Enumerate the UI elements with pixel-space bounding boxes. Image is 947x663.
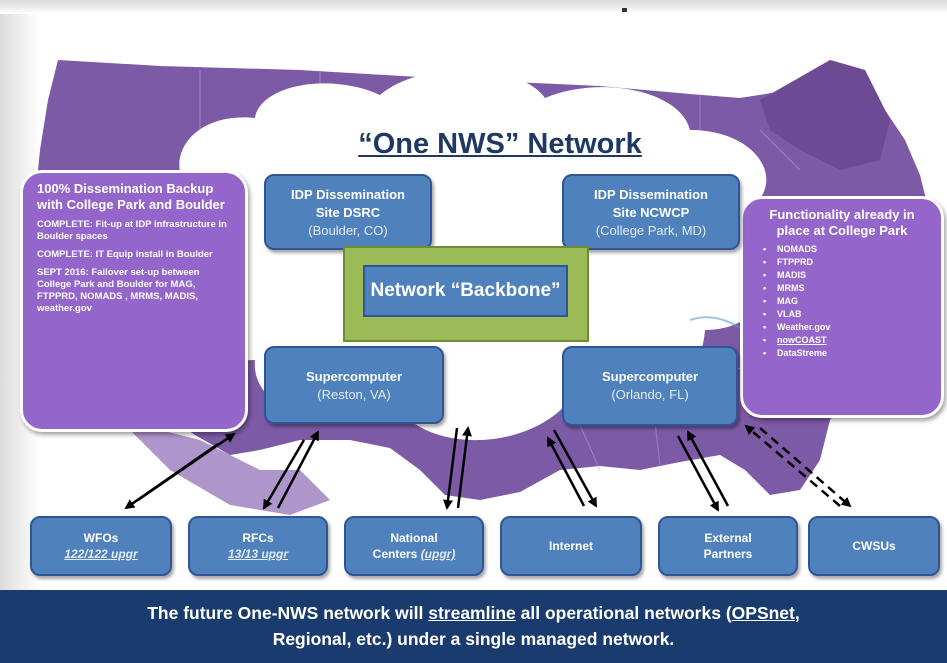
site-name: IDP Dissemination Site DSRC: [291, 187, 405, 220]
banner-text: The future One-NWS network will: [147, 603, 429, 623]
banner-line-2: Regional, etc.) under a single managed n…: [272, 629, 675, 649]
supercomputer-name: Supercomputer: [601, 369, 699, 384]
site-name: IDP Dissemination Site NCWCP: [594, 187, 708, 220]
node-status: (upgr): [420, 547, 456, 561]
node-national-centers: National Centers (upgr): [344, 516, 484, 576]
node-label: National: [390, 531, 438, 545]
banner-text: all operational networks (: [515, 603, 732, 623]
node-label: Partners: [703, 547, 753, 561]
list-item: Weather.gov: [763, 321, 929, 334]
backup-status-box: 100% Dissemination Backup with College P…: [20, 170, 248, 432]
node-label: RFCs: [242, 531, 274, 545]
site-location: (College Park, MD): [595, 223, 707, 238]
node-rfcs: RFCs 13/13 upgr: [188, 516, 328, 576]
functionality-heading: Functionality already in place at Colleg…: [769, 207, 915, 238]
corner-mark: [622, 8, 627, 12]
network-backbone: Network “Backbone”: [363, 265, 568, 317]
list-item: NOMADS: [763, 243, 929, 256]
supercomputer-name: Supercomputer: [305, 369, 403, 384]
node-internet: Internet: [500, 516, 642, 576]
list-item: MAG: [763, 295, 929, 308]
node-label: CWSUs: [852, 539, 896, 553]
list-item: MRMS: [763, 282, 929, 295]
site-location: (Boulder, CO): [308, 223, 388, 238]
list-item: FTPPRD: [763, 256, 929, 269]
list-item: DataStreme: [763, 347, 929, 360]
backup-status-item: COMPLETE: IT Equip install in Boulder: [37, 249, 213, 260]
dissemination-site-dsrc: IDP Dissemination Site DSRC (Boulder, CO…: [264, 174, 432, 250]
node-cwsus: CWSUs: [808, 516, 940, 576]
node-label: Centers: [372, 547, 421, 561]
node-wfos: WFOs 122/122 upgr: [30, 516, 172, 576]
summary-banner: The future One-NWS network will streamli…: [0, 590, 947, 663]
top-edge-shading: [0, 0, 947, 14]
backup-status-heading: 100% Dissemination Backup with College P…: [37, 181, 225, 212]
supercomputer-orlando: Supercomputer (Orlando, FL): [562, 346, 738, 426]
link-arrows: [124, 424, 852, 512]
banner-text: ,: [794, 603, 800, 623]
supercomputer-location: (Reston, VA): [317, 387, 391, 402]
list-item: nowCOAST: [763, 334, 929, 347]
banner-emphasis: streamline: [428, 603, 516, 623]
node-label: External: [704, 531, 752, 545]
dissemination-site-ncwcp: IDP Dissemination Site NCWCP (College Pa…: [562, 174, 740, 250]
node-status: 13/13 upgr: [227, 547, 289, 561]
list-item: VLAB: [763, 308, 929, 321]
node-external-partners: External Partners: [658, 516, 798, 576]
node-label: Internet: [548, 539, 593, 553]
college-park-functionality-box: Functionality already in place at Colleg…: [740, 196, 944, 418]
list-item: MADIS: [763, 269, 929, 282]
banner-emphasis: OPSnet: [731, 603, 795, 623]
backup-status-item: COMPLETE: Fit-up at IDP infrastructure i…: [37, 219, 227, 242]
diagram-title: “One NWS” Network: [358, 128, 642, 160]
supercomputer-location: (Orlando, FL): [611, 387, 689, 402]
node-label: WFOs: [83, 531, 119, 545]
node-status: 122/122 upgr: [64, 547, 138, 561]
supercomputer-reston: Supercomputer (Reston, VA): [264, 346, 444, 424]
backup-status-item: SEPT 2016: Failover set-up between Colle…: [37, 267, 200, 314]
functionality-list: NOMADS FTPPRD MADIS MRMS MAG VLAB Weathe…: [755, 243, 929, 360]
banner-line-1: The future One-NWS network will streamli…: [0, 600, 947, 626]
